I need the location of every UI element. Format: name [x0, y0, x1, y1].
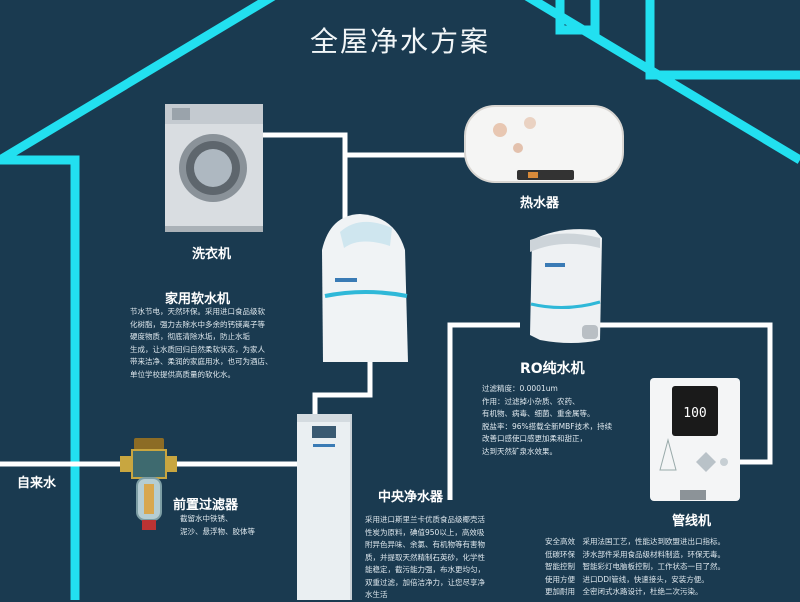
pipeline-dispenser: 100 — [650, 378, 740, 501]
prefilter-description-line: 泥沙、悬浮物、胶体等 — [180, 526, 255, 536]
ro-purifier — [530, 229, 602, 343]
ro-description-line: 作用：过滤掉小杂质、农药、 — [482, 396, 580, 406]
prefilter-description: 截留水中铁锈、泥沙、悬浮物、胶体等 — [180, 513, 255, 538]
softener-description-line: 带来洁净、柔润的家庭用水，也可为酒店、 — [130, 357, 273, 366]
heater-label: 热水器 — [520, 196, 560, 211]
central-description-line: 质，并提取天然精制石英砂，化学性 — [365, 552, 485, 562]
pipeline-description-line: 更加耐用 全密闭式水路设计，杜绝二次污染。 — [545, 587, 703, 596]
water-pipes — [0, 132, 773, 500]
central-label: 中央净水器 — [378, 490, 444, 505]
softener-description-line: 单位学校提供高质量的软化水。 — [130, 369, 235, 379]
prefilter-description-line: 截留水中铁锈、 — [180, 514, 233, 523]
central-description-line: 性炭为原料，碘值950以上，高效吸 — [365, 527, 485, 537]
pipe-softener-down — [312, 360, 373, 420]
diagram-title: 全屋净水方案 — [309, 25, 490, 58]
ro-description-line: 过滤精度：0.0001um — [482, 384, 558, 393]
inlet-label: 自来水 — [17, 476, 57, 491]
pipeline-description-line: 安全高效 采用法国工艺，性能达到欧盟进出口指标。 — [545, 537, 725, 546]
pipeline-label: 管线机 — [672, 514, 712, 529]
softener-description-line: 硬度物质，彻底清除水垢，防止水垢 — [130, 332, 250, 341]
pipe-to-ro — [447, 322, 520, 500]
softener-description-line: 节水节电，天然环保。采用进口食品级软 — [130, 307, 265, 316]
ro-label: RO纯水机 — [520, 361, 585, 377]
prefilter — [120, 438, 177, 530]
central-description-line: 能稳定，截污能力强，布水更均匀， — [365, 565, 485, 574]
water-heater — [464, 105, 624, 183]
central-description-line: 附异色异味、余氯、有机物等有害物 — [365, 540, 485, 549]
softener-description: 节水节电，天然环保。采用进口食品级软化树脂，强力去除水中多余的钙镁离子等硬度物质… — [130, 306, 273, 381]
central-description-line: 采用进口斯里兰卡优质食品级椰壳活 — [365, 515, 485, 524]
ro-description: 过滤精度：0.0001um 作用：过滤掉小杂质、农药、有机物、病毒、细菌、重金属等… — [482, 383, 612, 458]
house-chimney — [555, 0, 600, 35]
ro-description-line: 脱盐率：96%搭载全新MBF技术，持续 — [482, 421, 613, 431]
central-description: 采用进口斯里兰卡优质食品级椰壳活性炭为原料，碘值950以上，高效吸附异色异味、余… — [365, 514, 485, 602]
softener-label: 家用软水机 — [165, 292, 231, 307]
central-description-line: 水生活 — [365, 590, 388, 599]
ro-description-line: 有机物、病毒、细菌、重金属等。 — [482, 409, 595, 418]
ro-description-line: 改善口感使口感更加柔和甜正， — [482, 434, 587, 443]
central-description-line: 双重过滤，加倍洁净力，让您尽享净 — [365, 577, 485, 587]
pipe-ro-right — [595, 322, 773, 465]
washing-machine — [165, 104, 263, 232]
softener-description-line: 化树脂，强力去除水中多余的钙镁离子等 — [130, 319, 265, 329]
home-softener — [322, 214, 408, 362]
ro-description-line: 达到天然矿泉水效果。 — [482, 446, 557, 456]
softener-description-line: 生成，让水质回归自然柔软状态，为家人 — [130, 344, 265, 354]
pipeline-description-line: 使用方便 进口DDI管线，快速接头，安装方便。 — [545, 574, 709, 584]
pipeline-description-line: 智能控制 智能彩灯电脑板控制，工作状态一目了然。 — [545, 562, 725, 571]
prefilter-label: 前置过滤器 — [173, 498, 239, 513]
pipeline-description: 安全高效 采用法国工艺，性能达到欧盟进出口指标。低碳环保 涉水部件采用食品级材料… — [545, 536, 725, 599]
house-right-roof — [645, 0, 800, 80]
washer-label: 洗衣机 — [192, 247, 232, 262]
device-display: 100 — [683, 406, 706, 421]
pipeline-description-line: 低碳环保 涉水部件采用食品级材料制造，环保无毒。 — [545, 549, 725, 559]
house-wall-inner — [0, 155, 80, 600]
central-purifier — [297, 414, 352, 600]
pipe-washer-top — [262, 132, 465, 158]
